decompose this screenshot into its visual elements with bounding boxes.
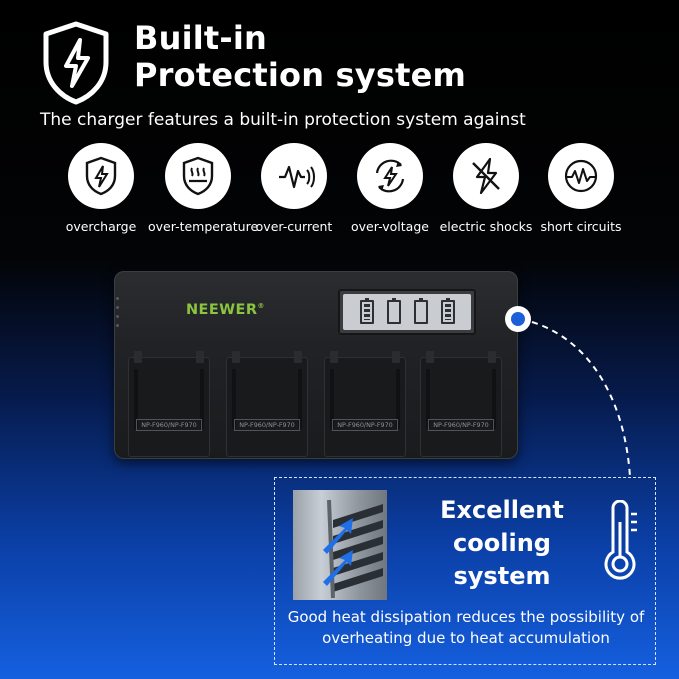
battery-cell-icon: [413, 298, 428, 324]
feature-over-current: over-current: [244, 143, 344, 234]
cooling-callout: Excellent cooling system Good heat dissi…: [274, 477, 656, 665]
feature-label: over-voltage: [351, 219, 429, 234]
page-title: Built-in Protection system: [134, 20, 466, 94]
brand-registered-mark: ®: [257, 302, 265, 311]
battery-slot-3: NP-F960/NP-F970: [324, 351, 406, 457]
feature-overcharge: overcharge: [51, 143, 151, 234]
feature-over-voltage: over-voltage: [340, 143, 440, 234]
vent-closeup-image: [293, 490, 387, 600]
brand-logo: NEEWER®: [186, 302, 265, 318]
cooling-description: Good heat dissipation reduces the possib…: [287, 608, 645, 647]
heat-shield-icon: [182, 156, 214, 196]
battery-cell-icon: [359, 298, 374, 324]
feature-label: electric shocks: [439, 219, 533, 234]
brand-name: NEEWER: [186, 302, 258, 318]
shield-bolt-logo-icon: [43, 21, 109, 105]
broken-bolt-icon: [472, 157, 500, 195]
slot-model-label: NP-F960/NP-F970: [332, 419, 398, 431]
callout-pin-icon: [505, 306, 531, 332]
cooling-title-line-1: Excellent: [440, 496, 564, 524]
battery-slot-2: NP-F960/NP-F970: [226, 351, 308, 457]
charger-device: NEEWER® NP-F960/NP-F970 NP-F960/NP-F970: [114, 271, 518, 459]
cooling-title-line-2: cooling: [453, 529, 551, 557]
slot-model-label: NP-F960/NP-F970: [136, 419, 202, 431]
battery-cell-icon: [386, 298, 401, 324]
shield-bolt-icon: [85, 156, 117, 196]
title-line-2: Protection system: [134, 56, 467, 94]
slot-model-label: NP-F960/NP-F970: [234, 419, 300, 431]
airflow-arrows-icon: [323, 499, 383, 599]
lcd-display: [338, 289, 476, 335]
title-line-1: Built-in: [134, 19, 268, 57]
cooling-title: Excellent cooling system: [417, 494, 587, 593]
vent-dots: [116, 297, 122, 333]
feature-label: over-temperature: [148, 219, 259, 234]
circular-bolt-icon: [375, 159, 405, 193]
feature-label: overcharge: [65, 219, 137, 234]
battery-cell-icon: [440, 298, 455, 324]
feature-short-circuits: short circuits: [531, 143, 631, 234]
battery-slot-4: NP-F960/NP-F970: [420, 351, 502, 457]
circuit-wave-icon: [564, 159, 598, 193]
feature-label: short circuits: [540, 219, 622, 234]
battery-cells: [353, 298, 461, 324]
slot-model-label: NP-F960/NP-F970: [428, 419, 494, 431]
battery-slot-1: NP-F960/NP-F970: [128, 351, 210, 457]
waveform-icon: [279, 165, 315, 189]
feature-label: over-current: [255, 219, 333, 234]
feature-electric-shocks: electric shocks: [436, 143, 536, 234]
thermometer-icon: [604, 500, 637, 580]
feature-over-temperature: over-temperature: [148, 143, 259, 234]
cooling-title-line-3: system: [453, 562, 551, 590]
page-subtitle: The charger features a built-in protecti…: [40, 110, 526, 130]
